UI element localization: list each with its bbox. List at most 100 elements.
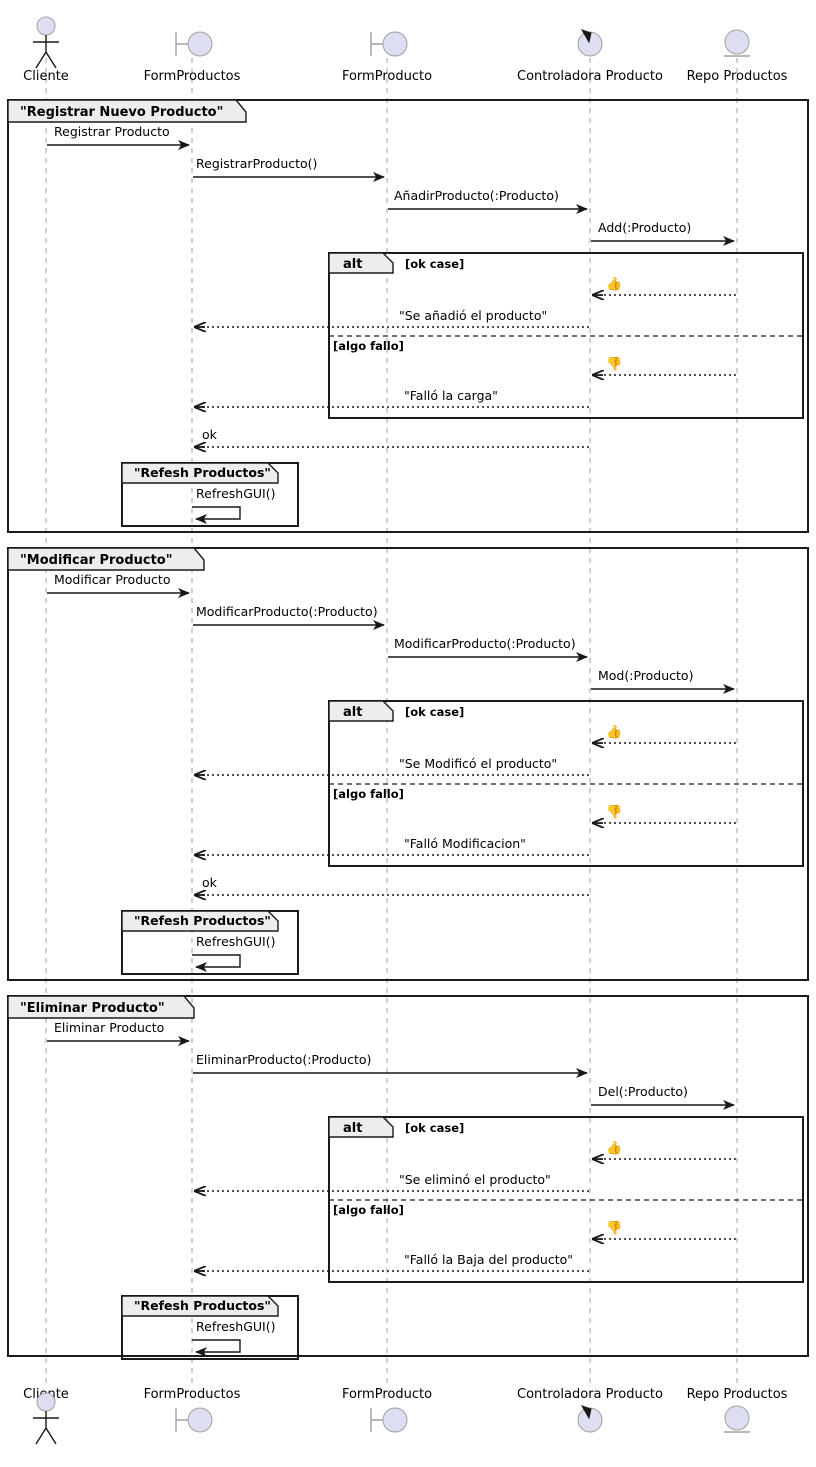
- frame-registrar-border: [7, 99, 809, 533]
- message-n5[interactable]: ok: [195, 875, 589, 895]
- participant-foot-formproducto[interactable]: FormProducto: [342, 1387, 432, 1433]
- message-n4[interactable]: Mod(:Producto): [591, 668, 735, 694]
- alt-fragment-alt-modificar[interactable]: alt[ok case]👍"Se Modificó el producto"[a…: [195, 700, 804, 867]
- control-circle-icon: [577, 1407, 603, 1433]
- refresh-1-tab: [121, 462, 279, 484]
- message-label-m3: AñadirProducto(:Producto): [394, 188, 559, 203]
- refresh-2-self-message-loop: [192, 954, 241, 972]
- message-label-a4: "Falló la carga": [404, 388, 498, 403]
- message-m2[interactable]: RegistrarProducto(): [193, 156, 385, 182]
- thumbs-down-icon: 👎: [606, 804, 622, 820]
- participant-head-cliente[interactable]: Cliente: [23, 16, 69, 84]
- message-label-b4: "Falló Modificacion": [404, 836, 526, 851]
- message-p2[interactable]: EliminarProducto(:Producto): [193, 1052, 588, 1078]
- entity-circle-icon: [724, 1405, 750, 1431]
- refresh-2-label: "Refesh Productos": [134, 913, 271, 928]
- refresh-3[interactable]: "Refesh Productos": [121, 1295, 299, 1360]
- message-m3[interactable]: AñadirProducto(:Producto): [388, 188, 588, 214]
- message-label-c2: "Se eliminó el producto": [399, 1172, 551, 1187]
- control-circle-icon: [577, 31, 603, 57]
- message-m5[interactable]: ok: [195, 427, 589, 447]
- participant-foot-label-formproductos: FormProductos: [144, 1387, 241, 1402]
- refresh-2[interactable]: "Refesh Productos": [121, 910, 299, 975]
- control-arrow-icon: [580, 29, 592, 44]
- message-c4[interactable]: "Falló la Baja del producto": [195, 1252, 589, 1271]
- refresh-1-self-message[interactable]: RefreshGUI(): [192, 486, 275, 524]
- participant-head-controladora[interactable]: Controladora Producto: [517, 29, 663, 84]
- message-b3[interactable]: 👎: [593, 804, 736, 823]
- alt-fragment-alt-registrar[interactable]: alt[ok case]👍"Se añadió el producto"[alg…: [195, 252, 804, 419]
- message-label-p2: EliminarProducto(:Producto): [196, 1052, 371, 1067]
- alt-tab-alt-eliminar: [328, 1116, 394, 1138]
- message-m1[interactable]: Registrar Producto: [47, 124, 190, 150]
- message-label-m1: Registrar Producto: [54, 124, 170, 139]
- message-label-p3: Del(:Producto): [598, 1084, 688, 1099]
- refresh-3-tab: [121, 1295, 279, 1317]
- participant-foot-repo[interactable]: Repo Productos: [687, 1387, 788, 1433]
- message-label-n3: ModificarProducto(:Producto): [394, 636, 576, 651]
- message-label-n5: ok: [202, 875, 218, 890]
- participant-head-formproducto[interactable]: FormProducto: [342, 31, 432, 84]
- alt-fragment-alt-eliminar[interactable]: alt[ok case]👍"Se eliminó el producto"[al…: [195, 1116, 804, 1283]
- frame-registrar-label: "Registrar Nuevo Producto": [20, 105, 223, 120]
- frame-eliminar-label: "Eliminar Producto": [20, 1001, 165, 1016]
- frames-layer: "Registrar Nuevo Producto" "Refesh Produc…: [7, 99, 809, 1360]
- message-a2[interactable]: "Se añadió el producto": [195, 308, 589, 327]
- thumbs-up-icon: 👍: [606, 724, 622, 740]
- message-p3[interactable]: Del(:Producto): [591, 1084, 735, 1110]
- message-c1[interactable]: 👍: [593, 1140, 736, 1159]
- message-label-m4: Add(:Producto): [598, 220, 691, 235]
- refresh-3-self-message-label: RefreshGUI(): [196, 1319, 275, 1334]
- message-label-n2: ModificarProducto(:Producto): [196, 604, 378, 619]
- message-label-m2: RegistrarProducto(): [196, 156, 317, 171]
- message-b4[interactable]: "Falló Modificacion": [195, 836, 589, 855]
- participant-head-repo[interactable]: Repo Productos: [687, 29, 788, 84]
- message-a1[interactable]: 👍: [593, 276, 736, 295]
- entity-circle-icon: [724, 29, 750, 55]
- thumbs-up-icon: 👍: [606, 1140, 622, 1156]
- frame-modificar[interactable]: "Modificar Producto": [7, 547, 809, 981]
- boundary-circle-icon: [382, 1407, 408, 1433]
- alt-tab-alt-modificar: [328, 700, 394, 722]
- message-b2[interactable]: "Se Modificó el producto": [195, 756, 589, 775]
- alt-guard-alt-eliminar-1: [algo fallo]: [333, 1203, 404, 1217]
- participant-foot-controladora[interactable]: Controladora Producto: [517, 1387, 663, 1433]
- frame-modificar-tab: [7, 547, 205, 571]
- participant-head-formproductos[interactable]: FormProductos: [144, 31, 241, 84]
- participant-label-formproducto: FormProducto: [342, 69, 432, 84]
- message-m4[interactable]: Add(:Producto): [591, 220, 735, 246]
- alt-guard-alt-registrar-0: [ok case]: [405, 257, 464, 271]
- refresh-2-self-message[interactable]: RefreshGUI(): [192, 934, 275, 972]
- message-n2[interactable]: ModificarProducto(:Producto): [193, 604, 385, 630]
- message-label-p1: Eliminar Producto: [54, 1020, 164, 1035]
- message-n3[interactable]: ModificarProducto(:Producto): [388, 636, 588, 662]
- participant-foot-formproductos[interactable]: FormProductos: [144, 1387, 241, 1433]
- frame-modificar-border: [7, 547, 809, 981]
- participant-label-controladora: Controladora Producto: [517, 69, 663, 84]
- refresh-3-self-message[interactable]: RefreshGUI(): [192, 1319, 275, 1357]
- boundary-circle-icon: [382, 31, 408, 57]
- refresh-1-self-message-label: RefreshGUI(): [196, 486, 275, 501]
- frame-registrar[interactable]: "Registrar Nuevo Producto": [7, 99, 809, 533]
- message-p1[interactable]: Eliminar Producto: [47, 1020, 190, 1046]
- actor-body-icon: [33, 1411, 59, 1445]
- actor-body-icon: [33, 35, 59, 69]
- message-label-a2: "Se añadió el producto": [399, 308, 547, 323]
- message-b1[interactable]: 👍: [593, 724, 736, 743]
- participant-foot-label-controladora: Controladora Producto: [517, 1387, 663, 1402]
- message-a4[interactable]: "Falló la carga": [195, 388, 589, 407]
- message-label-c4: "Falló la Baja del producto": [404, 1252, 573, 1267]
- frame-eliminar[interactable]: "Eliminar Producto": [7, 995, 809, 1357]
- refresh-1[interactable]: "Refesh Productos": [121, 462, 299, 527]
- message-n1[interactable]: Modificar Producto: [47, 572, 190, 598]
- frame-registrar-tab: [7, 99, 247, 123]
- boundary-circle-icon: [187, 1407, 213, 1433]
- boundary-bar-icon: [175, 32, 188, 56]
- message-a3[interactable]: 👎: [593, 356, 736, 375]
- boundary-bar-icon: [370, 1408, 383, 1432]
- participant-foot-cliente[interactable]: Cliente: [23, 1387, 69, 1445]
- boundary-bar-icon: [370, 32, 383, 56]
- message-c3[interactable]: 👎: [593, 1220, 736, 1239]
- message-c2[interactable]: "Se eliminó el producto": [195, 1172, 589, 1191]
